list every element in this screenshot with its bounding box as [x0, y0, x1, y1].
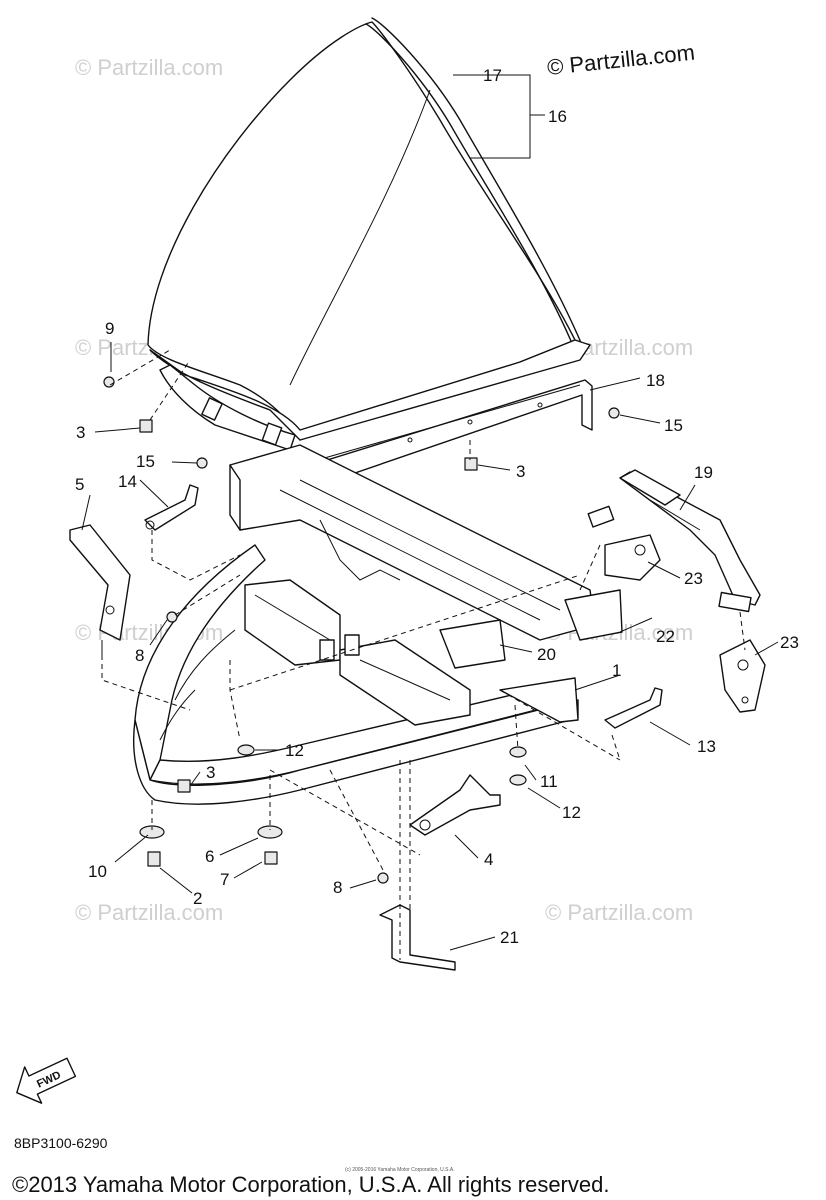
callout-20: 20 [537, 645, 556, 664]
callout-7: 7 [220, 870, 229, 889]
screw-8b [377, 872, 389, 884]
callout-22: 22 [656, 627, 675, 646]
diagram-code: 8BP3100-6290 [14, 1135, 108, 1151]
tiny-copyright: (c) 2005-2016 Yamaha Motor Corporation, … [345, 1167, 455, 1173]
washer-6 [257, 825, 283, 839]
callout-11: 11 [540, 772, 558, 791]
under-seat-frame [229, 444, 623, 669]
seat-front-bracket [159, 364, 296, 451]
nut-2 [147, 851, 161, 867]
screw-15b [608, 407, 620, 419]
callout-9: 9 [105, 319, 114, 338]
leader-lines [81, 74, 779, 951]
watermark-main: © Partzilla.com [546, 40, 696, 80]
seat-fold [289, 89, 431, 386]
washer-10 [139, 825, 165, 839]
callout-3b: 3 [516, 462, 525, 481]
hardware [69, 376, 663, 971]
callout-23b: 23 [780, 633, 799, 652]
callout-16: 16 [548, 107, 567, 126]
watermark: © Partzilla.com [545, 900, 693, 925]
callout-8a: 8 [135, 646, 144, 665]
callout-2: 2 [193, 889, 202, 908]
seat-trim-inner [365, 23, 575, 349]
nut-3a [139, 419, 153, 433]
callout-13: 13 [697, 737, 716, 756]
callout-5: 5 [75, 475, 84, 494]
callout-8b: 8 [333, 878, 342, 897]
nut-3b [464, 457, 478, 471]
electrical-box [244, 579, 471, 726]
callout-19: 19 [694, 463, 713, 482]
callout-1: 1 [612, 661, 621, 680]
callout-21: 21 [500, 928, 519, 947]
nut-7 [264, 851, 278, 865]
callout-10: 10 [88, 862, 107, 881]
callout-12b: 12 [562, 803, 581, 822]
rear-seat-rail [294, 379, 593, 486]
screw-15a [196, 457, 208, 469]
callout-14: 14 [118, 472, 137, 491]
seat-assembly [147, 17, 591, 441]
callout-15a: 15 [136, 452, 155, 471]
callout-numbers: 1 2 3 3 3 4 5 6 7 8 8 9 10 11 12 12 13 1… [75, 66, 799, 947]
callout-15b: 15 [664, 416, 683, 435]
assembly-lines [101, 349, 746, 960]
callout-3c: 3 [206, 763, 215, 782]
seat-cushion [147, 21, 576, 441]
grommet-11 [509, 746, 527, 758]
callout-4: 4 [484, 850, 493, 869]
callout-18: 18 [646, 371, 665, 390]
hinge-arm [587, 469, 766, 713]
callout-23a: 23 [684, 569, 703, 588]
screw-8a [166, 611, 178, 623]
callout-12a: 12 [285, 741, 304, 760]
callout-3a: 3 [76, 423, 85, 442]
seat-trim-outer [371, 17, 583, 346]
fwd-arrow-icon [16, 1057, 77, 1104]
seat-base-pan [149, 339, 591, 441]
watermark: © Partzilla.com [75, 900, 223, 925]
callout-6: 6 [205, 847, 214, 866]
copyright-notice: ©2013 Yamaha Motor Corporation, U.S.A. A… [12, 1172, 609, 1197]
watermark: © Partzilla.com [75, 55, 223, 80]
nut-3c [177, 779, 191, 793]
grommet-12a [237, 744, 255, 756]
screw-9 [103, 376, 115, 388]
callout-17: 17 [483, 66, 502, 85]
grommet-12b [509, 774, 527, 786]
fwd-arrow: FWD [16, 1057, 77, 1104]
